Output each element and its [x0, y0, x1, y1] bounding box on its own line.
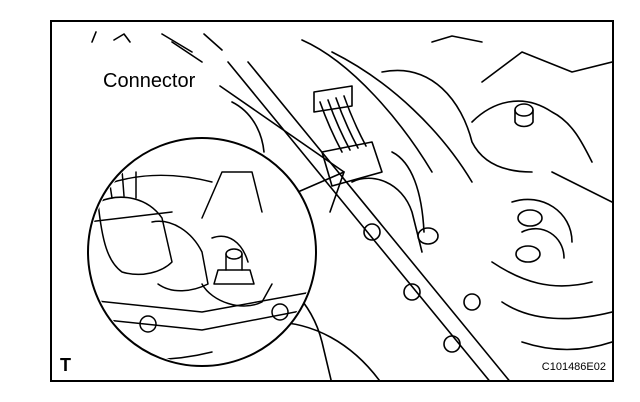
- diagram-frame: Connector T C101486E02: [50, 20, 614, 382]
- connector-callout-label: Connector: [101, 70, 198, 92]
- connector-illustration: [87, 31, 612, 380]
- bolt-icon: [514, 103, 534, 117]
- pan-edge-inner: [247, 61, 510, 380]
- corner-mark: T: [60, 355, 71, 375]
- pan-edge-outer: [227, 61, 490, 380]
- figure-code: C101486E02: [541, 361, 606, 373]
- callout-leader: [219, 85, 345, 173]
- wiring-harness: [313, 85, 367, 153]
